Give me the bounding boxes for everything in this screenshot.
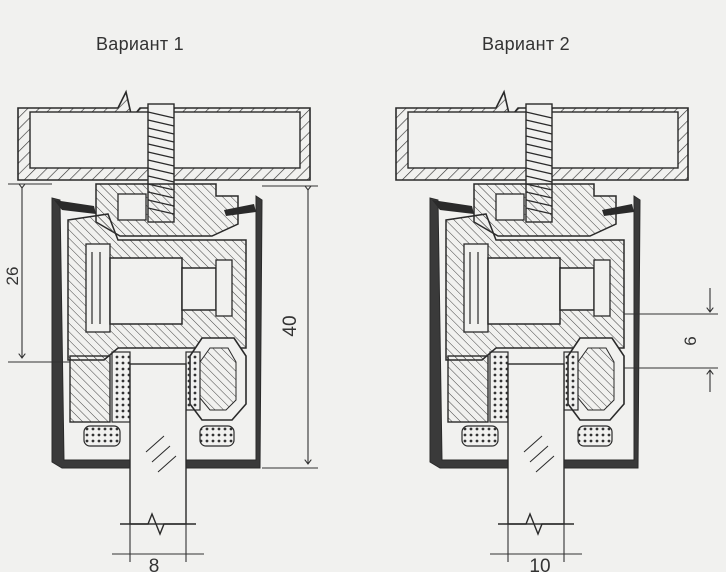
variant-2-dimensions [490,288,718,562]
dim-40-label: 40 [280,315,301,336]
variant-1-dimensions [8,183,318,562]
variant-2-title: Вариант 2 [482,34,570,54]
variant-2-drawing [395,91,689,535]
dim-26-label: 26 [3,267,22,286]
dim-6-label: 6 [681,336,700,345]
dim-8-label: 8 [149,556,160,572]
variant-1-title: Вариант 1 [96,34,184,54]
dim-10-label: 10 [529,556,550,572]
